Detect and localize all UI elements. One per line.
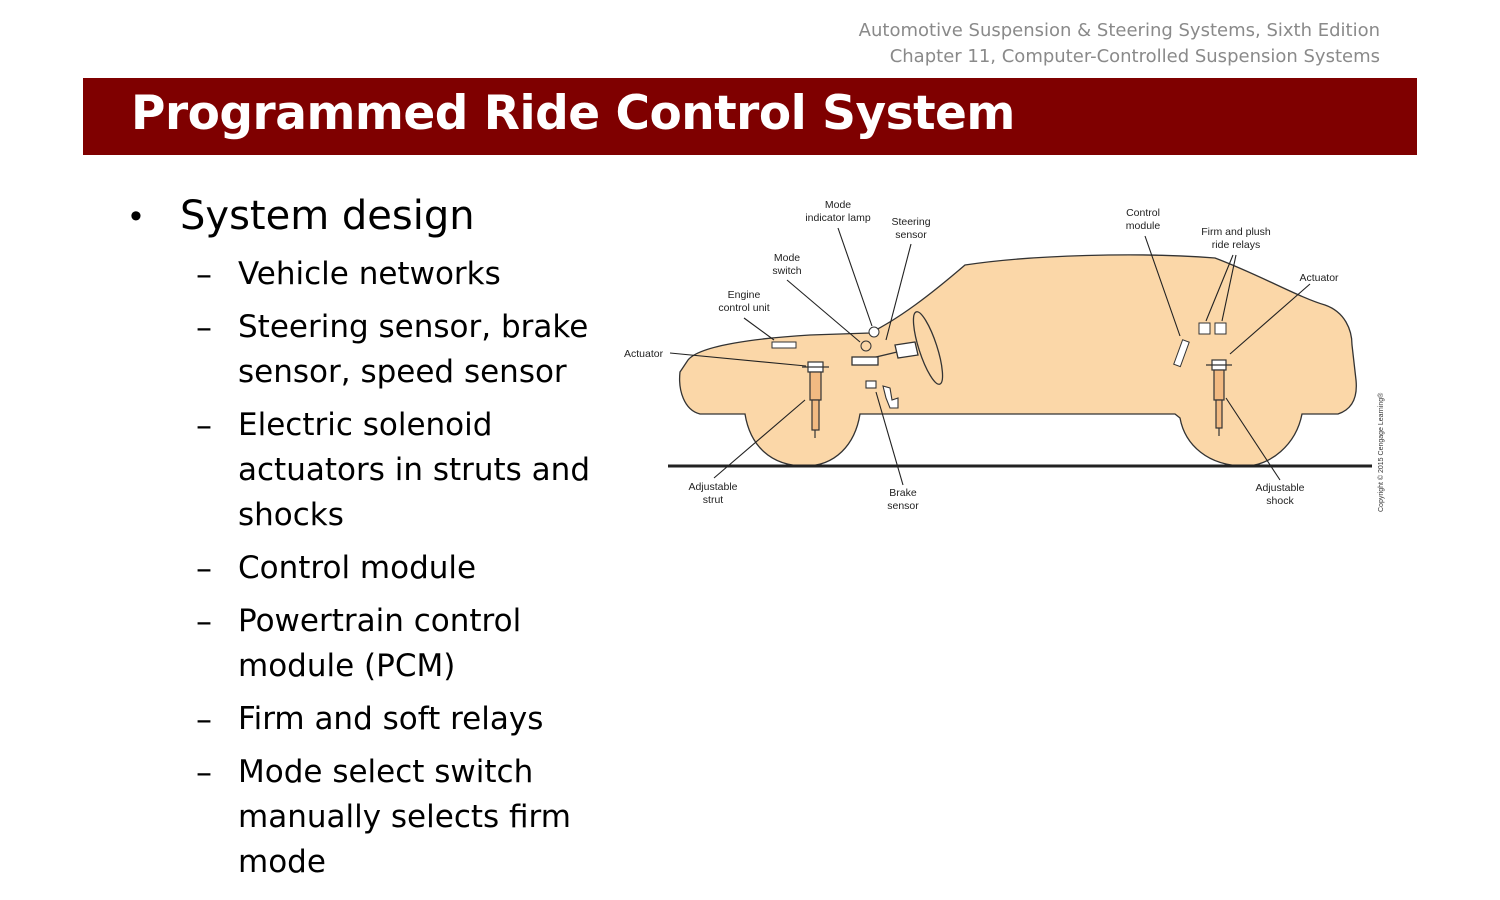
sub-bullet-item: –Mode select switch manually selects fir… xyxy=(130,750,630,885)
sub-bullet-item: –Firm and soft relays xyxy=(130,697,630,742)
relay-shape xyxy=(1198,322,1211,335)
leader-lines xyxy=(669,227,1311,486)
dash-icon: – xyxy=(196,602,212,640)
sub-bullet-item: –Vehicle networks xyxy=(130,252,630,297)
sub-bullet-item: –Powertrain control module (PCM) xyxy=(130,599,630,689)
steering-wheel-shape xyxy=(851,311,944,385)
mode-indicator-lamp-shape xyxy=(868,326,880,338)
sub-bullet-text: Mode select switch manually selects firm… xyxy=(238,754,571,880)
sub-bullet-item: –Electric solenoid actuators in struts a… xyxy=(130,403,630,538)
copyright-text: Copyright © 2015 Cengage Learning® xyxy=(1377,392,1385,512)
sub-bullet-text: Electric solenoid actuators in struts an… xyxy=(238,407,591,533)
sub-bullet-text: Vehicle networks xyxy=(238,256,501,292)
dash-icon: – xyxy=(196,308,212,346)
relay-shape xyxy=(1214,322,1227,335)
bullet-list: • System design –Vehicle networks –Steer… xyxy=(130,190,630,893)
car-body-shape xyxy=(678,254,1357,467)
sub-bullet-text: Control module xyxy=(238,550,477,586)
main-bullet-text: System design xyxy=(180,193,475,239)
slide-title: Programmed Ride Control System xyxy=(131,86,1015,141)
sub-bullet-item: –Steering sensor, brake sensor, speed se… xyxy=(130,305,630,395)
sub-bullet-list: –Vehicle networks –Steering sensor, brak… xyxy=(130,252,630,885)
mode-switch-shape xyxy=(860,340,872,352)
engine-control-unit-shape xyxy=(771,341,797,349)
bullet-dot-icon: • xyxy=(130,197,142,235)
main-bullet-item: • System design xyxy=(130,190,630,252)
dash-icon: – xyxy=(196,549,212,587)
dash-icon: – xyxy=(196,753,212,791)
sub-bullet-text: Firm and soft relays xyxy=(238,701,544,737)
label-actuator-front: Actuator xyxy=(624,348,664,360)
rear-shock-shape xyxy=(1206,359,1232,436)
dash-icon: – xyxy=(196,406,212,444)
sub-bullet-item: –Control module xyxy=(130,546,630,591)
label-actuator-rear: Actuator xyxy=(1299,272,1339,284)
dash-icon: – xyxy=(196,255,212,293)
dash-icon: – xyxy=(196,700,212,738)
front-strut-shape xyxy=(802,361,829,438)
title-bar: Programmed Ride Control System xyxy=(83,78,1417,155)
sub-bullet-text: Powertrain control module (PCM) xyxy=(238,603,522,684)
control-module-shape xyxy=(1173,339,1190,368)
sub-bullet-text: Steering sensor, brake sensor, speed sen… xyxy=(238,309,589,390)
book-title: Automotive Suspension & Steering Systems… xyxy=(858,20,1380,41)
brake-sensor-shape xyxy=(865,380,899,409)
chapter-title: Chapter 11, Computer-Controlled Suspensi… xyxy=(889,46,1380,67)
